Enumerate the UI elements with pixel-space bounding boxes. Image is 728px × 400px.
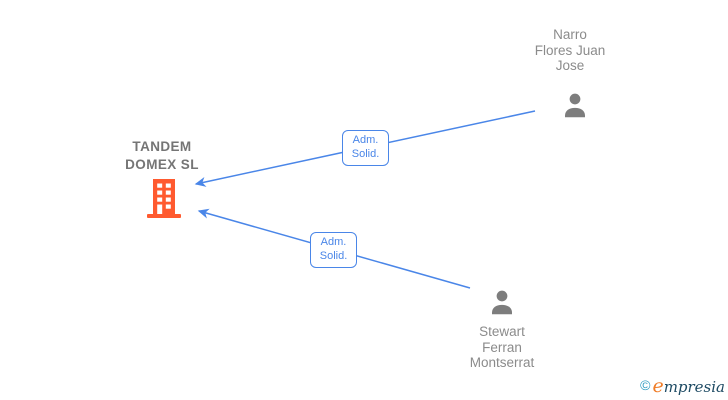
- person-name-line: Stewart: [479, 324, 525, 339]
- building-icon[interactable]: [146, 179, 182, 219]
- company-name-tandem-domex[interactable]: TANDEM DOMEX SL: [87, 138, 237, 174]
- edge-label-line: Adm.: [320, 236, 347, 248]
- edge-label-line: Solid.: [351, 147, 380, 160]
- company-name-line: TANDEM: [132, 139, 192, 154]
- empresia-logo: ©empresia: [640, 375, 725, 397]
- logo-text: mpresia: [663, 378, 725, 396]
- company-name-line: DOMEX SL: [125, 157, 199, 172]
- person-name-line: Montserrat: [469, 355, 535, 370]
- person-name-line: Flores Juan: [534, 42, 606, 58]
- logo-letter-e: e: [652, 375, 664, 397]
- person-name-line: Narro: [553, 27, 587, 42]
- person-name-narro[interactable]: Narro Flores Juan Jose: [495, 27, 645, 74]
- edge-label-adm-solid-1: Adm. Solid.: [342, 130, 389, 166]
- edge-label-line: Adm.: [352, 134, 379, 146]
- person-name-stewart[interactable]: Stewart Ferran Montserrat: [427, 324, 577, 371]
- person-icon-narro[interactable]: [560, 90, 590, 122]
- person-icon-stewart[interactable]: [487, 287, 517, 319]
- copyright-icon: ©: [640, 377, 651, 393]
- edge-label-line: Solid.: [319, 249, 348, 262]
- edge-label-adm-solid-2: Adm. Solid.: [310, 232, 357, 268]
- person-name-line: Ferran: [482, 339, 522, 355]
- person-name-line: Jose: [555, 58, 585, 73]
